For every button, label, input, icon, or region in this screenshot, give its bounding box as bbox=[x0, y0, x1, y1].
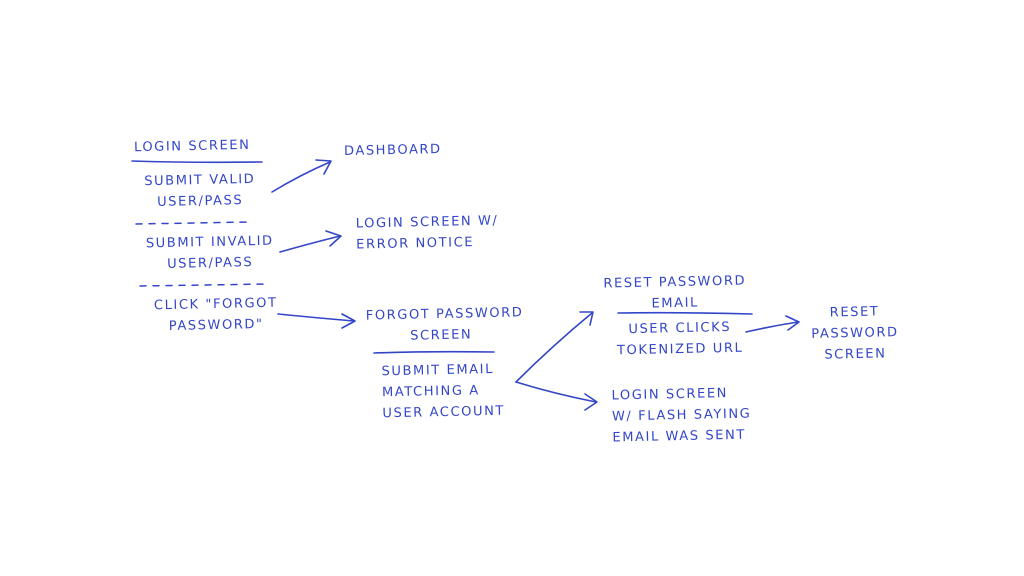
arrow-to-forgot-screen bbox=[277, 313, 355, 322]
login-title-divider bbox=[131, 160, 263, 164]
arrow-to-login-error bbox=[279, 235, 341, 253]
arrowhead-reset-email-icon bbox=[579, 311, 594, 326]
login-dashed-divider-1 bbox=[135, 221, 251, 225]
arrowhead-forgot-screen-icon bbox=[341, 313, 356, 329]
reset-email-divider bbox=[617, 311, 753, 315]
arrow-to-reset-screen bbox=[745, 321, 799, 333]
arrowhead-login-error-icon bbox=[325, 230, 342, 247]
login-dashed-divider-2 bbox=[139, 283, 269, 287]
arrow-to-login-flash bbox=[515, 381, 597, 403]
arrow-to-dashboard bbox=[271, 161, 331, 193]
arrowhead-reset-screen-icon bbox=[785, 315, 800, 331]
arrow-to-reset-email bbox=[515, 312, 593, 383]
arrowhead-login-flash-icon bbox=[584, 393, 598, 411]
arrowhead-dashboard-icon bbox=[315, 159, 332, 175]
forgot-screen-divider bbox=[373, 350, 495, 354]
